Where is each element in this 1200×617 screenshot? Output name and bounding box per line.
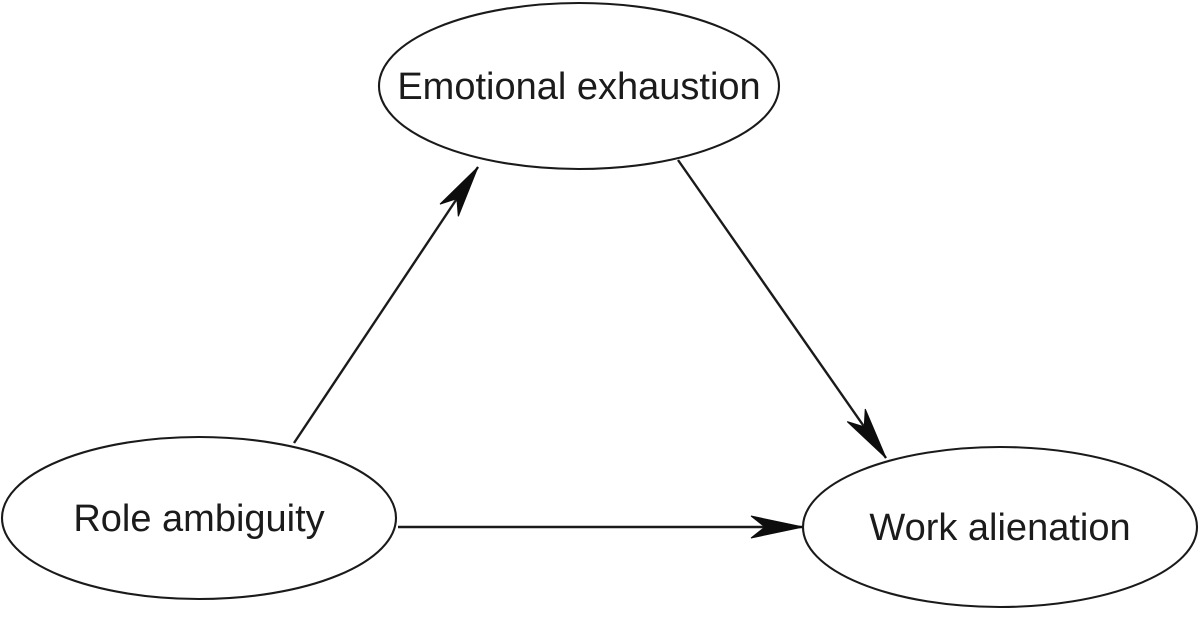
edge-line-role-ambiguity-to-emotional-exhaustion (293, 166, 479, 444)
node-shape-role-ambiguity (0, 435, 398, 601)
node-label-emotional-exhaustion: Emotional exhaustion (397, 66, 760, 108)
node-label-role-ambiguity: Role ambiguity (73, 498, 324, 540)
node-role-ambiguity[interactable]: Role ambiguity (0, 435, 398, 601)
arrowhead-to-emotional-exhaustion (439, 166, 479, 217)
node-work-alienation[interactable]: Work alienation (801, 445, 1199, 609)
edge-emotional-exhaustion-to-work-alienation (677, 159, 887, 459)
arrowhead-to-work-alienation-horizontal (750, 515, 804, 539)
node-shape-emotional-exhaustion (377, 1, 781, 171)
edge-role-ambiguity-to-work-alienation (398, 515, 804, 539)
node-label-work-alienation: Work alienation (869, 507, 1130, 549)
arrowhead-to-work-alienation-diagonal (846, 408, 887, 459)
edge-line-emotional-exhaustion-to-work-alienation (677, 159, 887, 459)
node-emotional-exhaustion[interactable]: Emotional exhaustion (377, 1, 781, 171)
node-shape-work-alienation (801, 445, 1199, 609)
edge-role-ambiguity-to-emotional-exhaustion (293, 166, 479, 444)
